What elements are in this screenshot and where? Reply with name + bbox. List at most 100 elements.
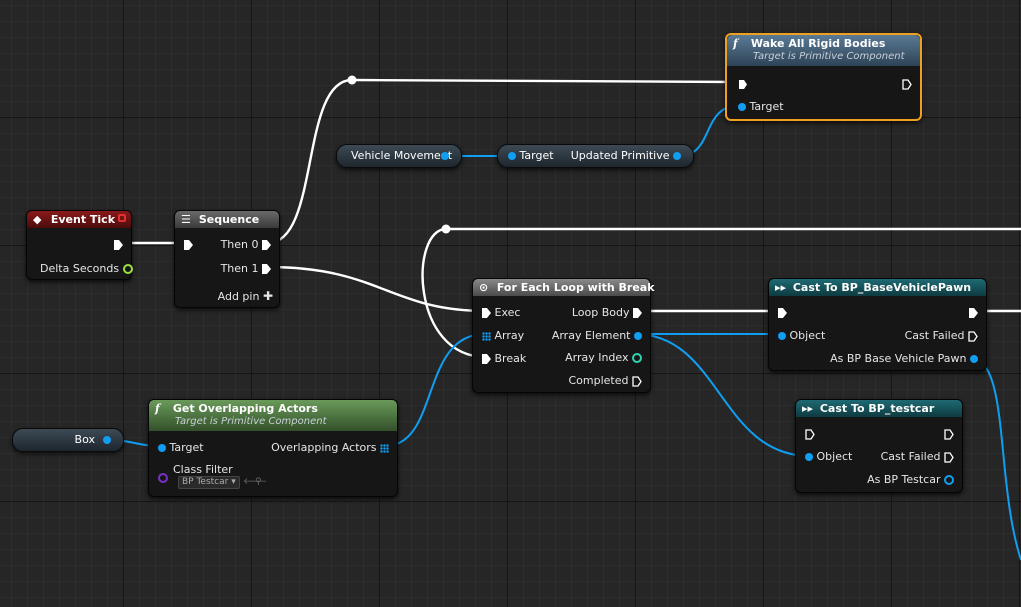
node-header: ▸▸ Cast To BP_testcar [796, 400, 962, 417]
node-subtitle: Target is Primitive Component [175, 416, 327, 427]
pin-label: As BP Testcar [867, 473, 941, 486]
node-title: Sequence [198, 213, 260, 226]
node-header: ⊙ For Each Loop with Break [473, 279, 655, 296]
float-pin-icon [122, 264, 133, 274]
browse-search-icon[interactable]: ⚲ [255, 477, 262, 487]
pin-label: Loop Body [571, 306, 630, 319]
node-title: Event Tick [50, 213, 116, 226]
node-title: Cast To BP_BaseVehiclePawn [792, 281, 972, 294]
exec-out-pin[interactable] [902, 77, 912, 90]
exec-pin-icon [944, 428, 954, 440]
sequence-node[interactable]: ☰ Sequence Then 0 Then 1 Add pin ✚ [174, 210, 280, 308]
exec-in-pin[interactable]: Exec [482, 306, 520, 319]
pin-label: Cast Failed [880, 450, 941, 463]
wire-reroute-knot [441, 224, 451, 234]
pin-label: Cast Failed [904, 329, 965, 342]
object-pin-icon[interactable] [441, 145, 449, 167]
loop-body-pin[interactable]: Loop Body [572, 306, 642, 319]
target-pin[interactable]: Target [738, 100, 784, 113]
then0-pin[interactable]: Then 0 [221, 238, 271, 251]
object-pin-icon [778, 332, 786, 340]
class-filter-dropdown[interactable]: BP Testcar ▾ [178, 476, 240, 489]
break-pin[interactable]: Break [482, 352, 526, 365]
pin-label: Target [519, 149, 554, 162]
exec-pin-icon [968, 330, 978, 342]
exec-pin-icon [738, 79, 748, 90]
node-subtitle: Target is Primitive Component [753, 51, 905, 62]
object-pin[interactable]: Object [805, 450, 852, 463]
variable-label: Box [74, 433, 95, 446]
object-pin[interactable]: Object [778, 329, 825, 342]
event-tick-node[interactable]: ◆ Event Tick Delta Seconds [26, 210, 133, 280]
exec-wire-then1-to-foreach [267, 265, 487, 313]
use-selected-arrow-icon[interactable]: 🡐 [243, 477, 268, 487]
pin-label: Array Index [565, 351, 629, 364]
target-pin[interactable]: Target [158, 441, 204, 454]
overlapping-actors-pin[interactable]: Overlapping Actors [271, 441, 389, 454]
pin-label: Object [816, 450, 853, 463]
pin-label: Array Element [551, 329, 631, 342]
event-diamond-icon: ◆ [33, 213, 42, 226]
exec-in-pin[interactable] [778, 306, 787, 319]
target-pin[interactable]: Target [508, 145, 554, 167]
array-index-pin[interactable]: Array Index [565, 351, 642, 364]
exec-pin-icon [902, 78, 912, 90]
array-pin-icon [380, 443, 389, 453]
as-testcar-pin[interactable]: As BP Testcar [867, 473, 954, 486]
node-title: For Each Loop with Break [496, 281, 655, 294]
pin-label: Updated Primitive [570, 149, 670, 162]
pin-label: Break [494, 352, 527, 365]
function-icon: f [733, 37, 738, 50]
sequence-icon: ☰ [181, 213, 191, 226]
cast-failed-pin[interactable]: Cast Failed [905, 329, 978, 342]
for-each-loop-with-break-node[interactable]: ⊙ For Each Loop with Break Exec Array Br… [472, 278, 655, 393]
exec-out-pin[interactable] [969, 306, 978, 319]
pin-label: Target [749, 100, 784, 113]
cast-icon: ▸▸ [802, 402, 814, 415]
exec-in-pin[interactable] [805, 427, 815, 440]
box-variable-node[interactable]: Box [12, 428, 124, 452]
exec-pin-icon [944, 451, 954, 463]
add-pin-button[interactable]: Add pin ✚ [218, 290, 273, 304]
delegate-pin-icon[interactable] [118, 214, 126, 222]
variable-label: Vehicle Movement [351, 149, 453, 162]
pin-label: Then 0 [220, 238, 259, 251]
updated-primitive-pin[interactable]: Updated Primitive [571, 145, 681, 167]
then1-pin[interactable]: Then 1 [221, 262, 271, 275]
class-filter-label: Class Filter [173, 463, 233, 476]
wake-all-rigid-bodies-node[interactable]: f Wake All Rigid Bodies Target is Primit… [725, 33, 922, 121]
completed-pin[interactable]: Completed [569, 374, 643, 387]
object-pin-icon [634, 332, 642, 340]
exec-in-pin[interactable] [738, 77, 748, 90]
object-pin-icon [673, 152, 681, 160]
node-header: ☰ Sequence [175, 211, 279, 228]
exec-out-pin[interactable] [944, 427, 954, 440]
exec-wire-then0-to-wake [267, 78, 738, 245]
cast-to-base-vehicle-pawn-node[interactable]: ▸▸ Cast To BP_BaseVehiclePawn Object Cas… [768, 278, 987, 371]
exec-in-pin[interactable] [184, 238, 193, 251]
class-filter-pin[interactable] [158, 471, 168, 484]
cast-icon: ▸▸ [775, 281, 787, 294]
object-pin-icon [805, 453, 813, 461]
object-wire-actors-to-array [384, 333, 486, 447]
cast-failed-pin[interactable]: Cast Failed [881, 450, 954, 463]
integer-pin-icon [632, 353, 642, 363]
vehicle-movement-variable-node[interactable]: Vehicle Movement [336, 144, 462, 168]
as-base-vehicle-pawn-pin[interactable]: As BP Base Vehicle Pawn [830, 352, 978, 365]
exec-wire-break-loop [421, 227, 1021, 359]
exec-pin-icon [805, 428, 815, 440]
get-overlapping-actors-node[interactable]: f Get Overlapping Actors Target is Primi… [148, 399, 398, 497]
object-wire-element-to-testcar [634, 333, 811, 457]
array-pin[interactable]: Array [482, 329, 524, 342]
updated-primitive-getter-node[interactable]: Target Updated Primitive [497, 144, 694, 168]
node-header: f Get Overlapping Actors Target is Primi… [149, 400, 397, 431]
array-element-pin[interactable]: Array Element [552, 329, 642, 342]
cast-to-testcar-node[interactable]: ▸▸ Cast To BP_testcar Object Cast Failed… [795, 399, 963, 493]
object-pin-icon[interactable] [103, 429, 111, 451]
object-pin-icon [970, 355, 978, 363]
object-pin-icon [158, 444, 166, 452]
array-pin-icon [482, 331, 491, 341]
object-pin-icon [944, 475, 954, 485]
delta-seconds-pin[interactable]: Delta Seconds [40, 262, 133, 275]
exec-out-pin[interactable] [114, 238, 123, 251]
